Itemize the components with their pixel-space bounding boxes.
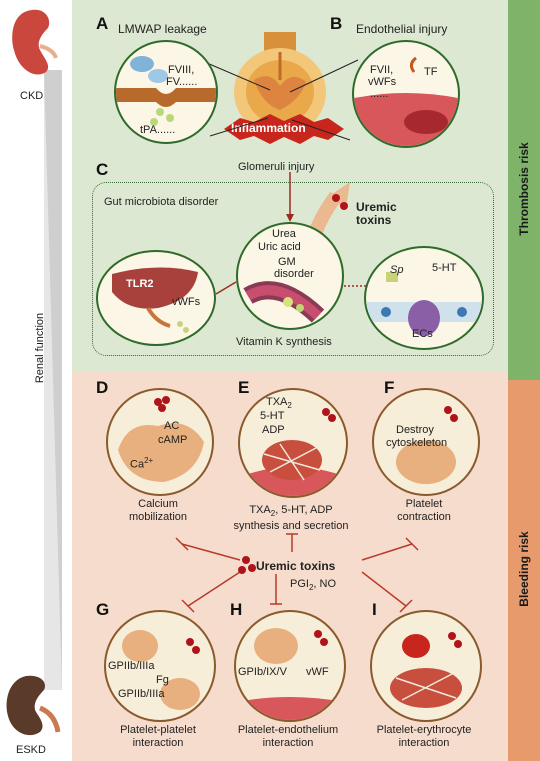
panel-g-circle: GPIIb/IIIa Fg GPIIb/IIIa <box>104 610 216 722</box>
ckd-label: CKD <box>20 90 44 102</box>
panel-a-factor2: FV...... <box>166 76 198 88</box>
panel-h-circle: GPIb/IX/V vWF <box>234 610 346 722</box>
panel-e-serotonin-label: 5-HT <box>260 410 285 422</box>
uremic-toxins-label-line1: Uremic <box>356 200 397 214</box>
center-uremic-toxins-label: Uremic toxins <box>256 559 336 573</box>
panel-b-dots: ...... <box>370 88 389 100</box>
serotonin-label: 5-HT <box>432 262 457 274</box>
panel-b-title: Endothelial injury <box>356 22 448 36</box>
panel-f-letter: F <box>384 378 395 397</box>
panel-f-circle: Destroy cytoskeleton <box>372 388 480 496</box>
panel-i-letter: I <box>372 600 377 619</box>
liver-vwfs-label: vWFs <box>172 296 201 308</box>
urea-label: Urea <box>272 228 296 240</box>
gpib-ix-v-label: GPIb/IX/V <box>238 666 287 678</box>
destroy-label: Destroy <box>396 424 434 436</box>
healthy-kidney-icon <box>12 9 58 75</box>
panel-d-circle: AC cAMP Ca2+ <box>106 388 214 496</box>
panel-a-circle: FVIII, FV...... tPA...... <box>114 40 218 144</box>
camp-label: cAMP <box>158 434 188 446</box>
cytoskeleton-label: cytoskeleton <box>386 437 448 449</box>
glomeruli-injury-label: Glomeruli injury <box>238 161 315 173</box>
uric-acid-label: Uric acid <box>258 241 301 253</box>
ecs-label: ECs <box>412 328 433 340</box>
panel-c-title: Gut microbiota disorder <box>104 196 219 208</box>
renal-function-label: Renal function <box>34 312 46 384</box>
panel-a-letter: A <box>96 14 109 33</box>
panel-c-letter: C <box>96 160 109 179</box>
pgi2-no-label: PGI2, NO <box>290 578 337 593</box>
inflammation-burst <box>224 114 344 144</box>
txa2-label: TXA2 <box>266 396 292 411</box>
panel-a-factor1: FVIII, <box>168 64 195 76</box>
ac-label: AC <box>164 420 180 432</box>
thrombosis-risk-bar: Thrombosis risk <box>508 0 540 380</box>
inflammation-label: Inflammation <box>231 121 306 135</box>
panel-b-factor1: FVII, <box>370 64 394 76</box>
callout-lines <box>199 59 359 141</box>
adp-label: ADP <box>262 424 285 436</box>
eskd-label: ESKD <box>16 744 46 756</box>
panel-a-title: LMWAP leakage <box>118 22 207 36</box>
panel-e-circle: TXA2 5-HT ADP <box>238 388 348 498</box>
panel-b-circle: FVII, vWFs TF ...... <box>352 40 460 148</box>
liver-circle: TLR2 vWFs <box>96 250 216 346</box>
panel-a-factor3: tPA...... <box>140 124 176 136</box>
gut-circle: Urea Uric acid GM disorder <box>236 222 344 330</box>
panel-d-letter: D <box>96 378 109 397</box>
panel-h-letter: H <box>230 600 243 619</box>
renal-function-wedge <box>44 70 62 690</box>
glomerulus-illustration <box>234 32 326 136</box>
panel-c-box <box>92 182 494 356</box>
vwf-label: vWF <box>306 666 329 678</box>
thrombosis-risk-label: Thrombosis risk <box>517 142 531 236</box>
panel-g-letter: G <box>96 600 110 619</box>
gm-disorder-label: disorder <box>274 268 314 280</box>
endothelial-cell-circle: Sp 5-HT ECs <box>364 246 484 350</box>
panel-b-letter: B <box>330 14 343 33</box>
panel-e-letter: E <box>238 378 250 397</box>
gpiib-iiia-label-1: GPIIb/IIIa <box>108 660 155 672</box>
inhibition-arrows <box>175 533 419 613</box>
panel-b-factor3: TF <box>424 66 438 78</box>
fg-label: Fg <box>156 674 169 686</box>
sp-label: Sp <box>390 264 404 276</box>
gm-label: GM <box>278 256 296 268</box>
bleeding-risk-label: Bleeding risk <box>517 531 531 607</box>
gm-connector-arrows <box>215 281 366 295</box>
tlr2-label: TLR2 <box>126 278 154 290</box>
diseased-kidney-icon <box>6 675 61 736</box>
vitamin-k-label: Vitamin K synthesis <box>236 336 332 348</box>
panel-b-factor2: vWFs <box>368 76 397 88</box>
panel-i-circle <box>370 610 482 722</box>
gpiib-iiia-label-2: GPIIb/IIIa <box>118 688 165 700</box>
uremic-toxins-label-line2: toxins <box>356 213 392 227</box>
panel-e-caption: TXA2, 5-HT, ADP synthesis and secretion <box>233 504 349 533</box>
calcium-label: Ca2+ <box>130 456 154 471</box>
bleeding-risk-bar: Bleeding risk <box>508 380 540 761</box>
